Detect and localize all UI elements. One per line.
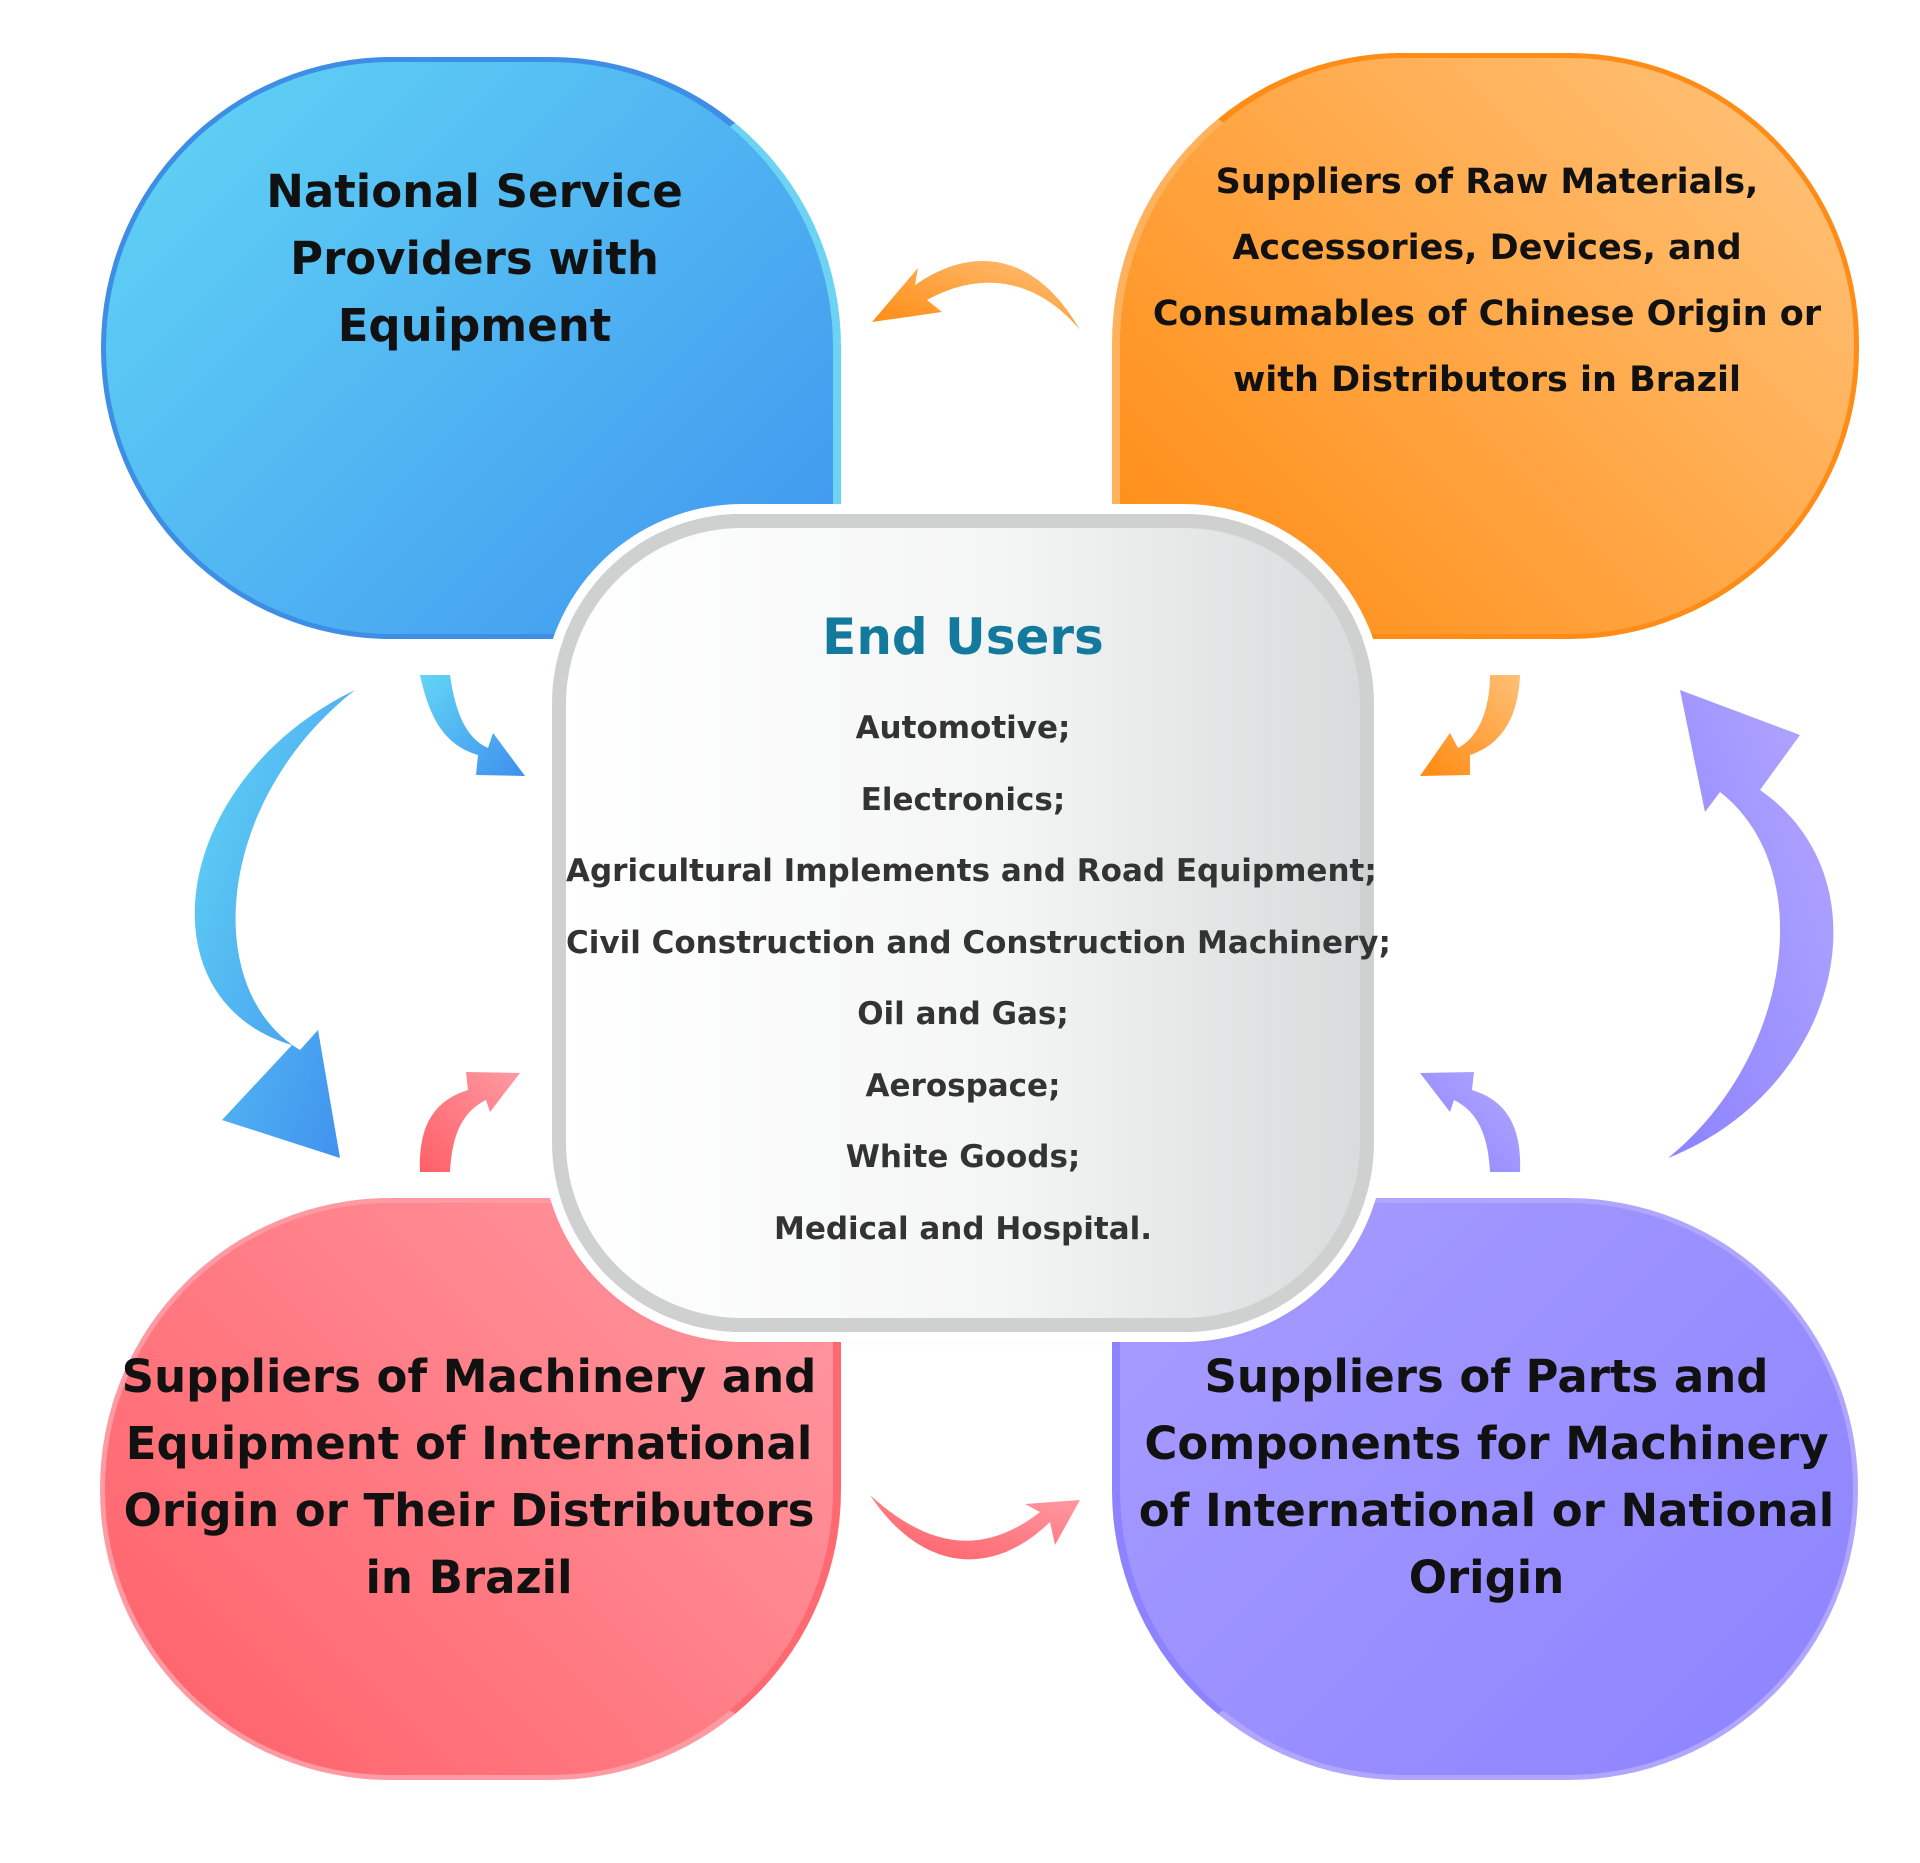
arrow-parts-to-raw [1668, 690, 1834, 1158]
node-parts-components-label: Suppliers of Parts and Components for Ma… [1138, 1349, 1835, 1604]
arrow-raw-to-national [872, 260, 1080, 330]
arrow-national-to-center [420, 675, 525, 776]
node-raw-materials-label: Suppliers of Raw Materials, Accessories,… [1152, 162, 1822, 400]
center-end-users-card: End Users Automotive; Electronics; Agric… [552, 514, 1391, 1332]
end-users-list: Automotive; Electronics; Agricultural Im… [566, 708, 1391, 1280]
center-title: End Users [822, 608, 1104, 666]
list-item: White Goods; [845, 1139, 1081, 1175]
list-item: Aerospace; [865, 1067, 1061, 1104]
list-item: Automotive; [855, 710, 1071, 746]
list-item: Oil and Gas; [857, 996, 1069, 1032]
list-item: Electronics; [860, 781, 1066, 818]
arrow-national-to-machinery [194, 690, 355, 1158]
arrow-raw-to-center [1420, 675, 1520, 776]
node-national-service-label: National Service Providers with Equipmen… [266, 164, 683, 352]
arrow-parts-to-center [1420, 1072, 1521, 1172]
arrow-machinery-to-center [419, 1072, 520, 1172]
list-item: Civil Construction and Construction Mach… [566, 924, 1391, 961]
node-machinery-international-label: Suppliers of Machinery and Equipment of … [121, 1349, 817, 1604]
list-item: Agricultural Implements and Road Equipme… [566, 853, 1377, 889]
list-item: Medical and Hospital. [773, 1210, 1153, 1247]
arrow-machinery-to-parts [870, 1495, 1080, 1560]
node-national-service: National Service Providers with Equipmen… [101, 57, 841, 639]
